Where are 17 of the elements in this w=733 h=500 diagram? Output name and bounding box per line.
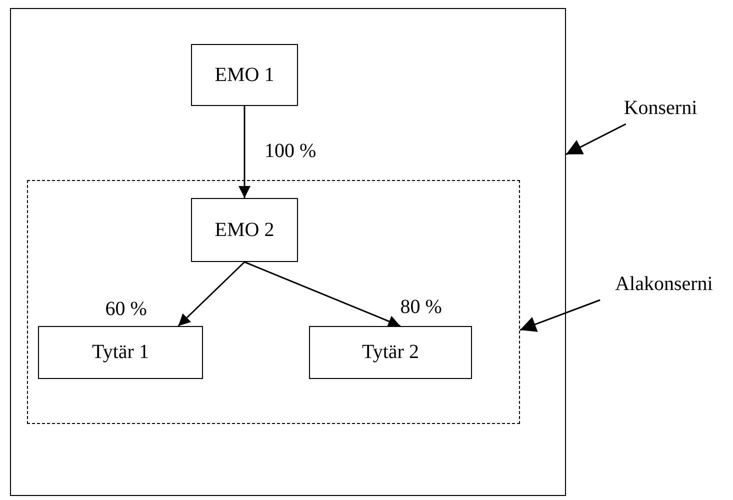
callout-text: Konserni xyxy=(608,92,713,124)
entity-box xyxy=(38,326,203,379)
arrow xyxy=(244,261,401,327)
entity-name: EMO 2 xyxy=(214,218,274,242)
subgroup-frame xyxy=(27,180,520,424)
entity-box xyxy=(191,44,298,106)
entity-name: EMO 1 xyxy=(214,64,274,86)
entity-box xyxy=(309,326,472,379)
group-frame xyxy=(10,8,566,496)
leader-arrow xyxy=(566,123,626,156)
entity-box xyxy=(191,198,298,262)
arrow xyxy=(178,261,246,327)
leader-arrow xyxy=(520,299,600,332)
entity-name: Tytär 1 xyxy=(92,341,149,364)
entity-name: Tytär 2 xyxy=(362,341,419,364)
callout-text: Alakonserni xyxy=(596,268,732,300)
arrow xyxy=(238,106,250,198)
